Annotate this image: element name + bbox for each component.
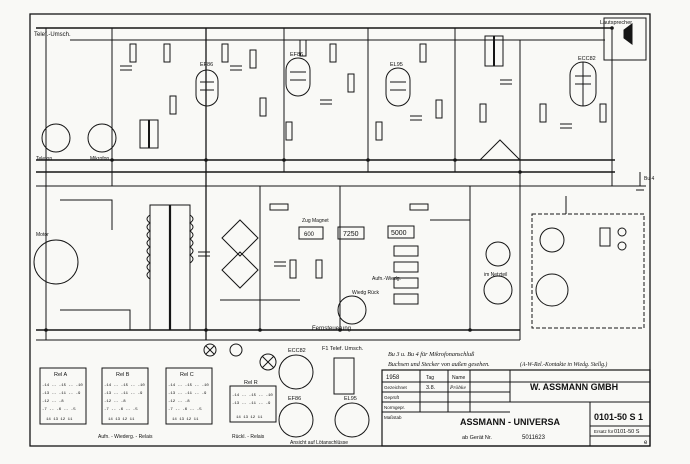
- tb-gezeichnet: Gezeichnet: [384, 385, 408, 390]
- label-f1-telef: F1 Telef. Umsch.: [322, 346, 364, 352]
- tb-massstab: Maßstab: [384, 415, 402, 420]
- rel-c-table: [165, 367, 213, 425]
- motor-circle: [337, 295, 367, 325]
- rel-c-row-2: -13 -- -11 -- -9: [168, 392, 207, 396]
- display-600: 600: [304, 232, 315, 238]
- tube-v2: [285, 57, 311, 97]
- output-transformer: [484, 35, 504, 67]
- rel-a-table: [39, 367, 87, 425]
- rel-c-row-4: -7 -- -6 -- -5: [168, 408, 202, 412]
- label-bu4: Bu 4: [644, 176, 655, 182]
- mikrofon-socket: [87, 123, 117, 153]
- tb-e: e: [644, 440, 648, 446]
- rel-b-row-4: -7 -- -6 -- -5: [104, 408, 138, 412]
- rel-b-row-2: -13 -- -11 -- -9: [104, 392, 143, 396]
- label-motor: Motor: [36, 232, 49, 238]
- tb-tag: Tag: [426, 375, 434, 381]
- label-wiedergabe: Wiedg Rück: [352, 290, 379, 296]
- rel-a-row-3: -12 -- -8: [42, 400, 64, 404]
- rel-b-bottom: 14 13 12 11: [108, 418, 135, 422]
- counter-box-3: [387, 225, 415, 239]
- display-7250: 7250: [343, 231, 359, 238]
- rel-b-row-3: -12 -- -8: [104, 400, 126, 404]
- rel-c-row-3: -12 -- -8: [168, 400, 190, 404]
- label-im-netzteil: im Netzteil: [484, 272, 507, 278]
- tube-v1: [195, 69, 219, 107]
- bridge-rectifier: [221, 219, 259, 257]
- note-buchsen: Buchsen und Stecker von außen gesehen.: [388, 361, 490, 368]
- label-telef-umsch: Telef.-Umsch.: [34, 32, 71, 38]
- telefon-socket: [41, 123, 71, 153]
- label-aufn-relais: Aufn. - Wiederg. - Relais: [98, 434, 153, 440]
- ecc82-pinout: [278, 354, 314, 390]
- rel-r-table: [229, 385, 277, 423]
- tube-label-4: ECC82: [578, 56, 596, 62]
- counter-box-2: [337, 226, 365, 240]
- drawing-frame: [29, 13, 651, 447]
- rel-c-row-1: -14 -- -15 -- -10: [168, 384, 209, 388]
- rel-r-bottom: 14 13 12 11: [236, 416, 263, 420]
- rel-b-table: [101, 367, 149, 425]
- label-aufn-wiedg: Aufn.-Wiedg.: [372, 276, 401, 282]
- note-ansicht: Ansicht auf Lötanschlüsse: [290, 440, 348, 446]
- label-fernsteuerung: Fernsteuerung: [312, 326, 351, 332]
- rel-a-bottom: 14 13 12 11: [46, 418, 73, 422]
- rel-r-row-1: -14 -- -15 -- -10: [232, 394, 273, 398]
- rel-b-title: Rel B: [116, 372, 130, 378]
- ef86-pinout: [278, 402, 314, 438]
- rel-r-title: Rel R: [244, 380, 258, 386]
- power-transformer: [146, 204, 194, 331]
- remote-control-box: [531, 213, 645, 329]
- tb-ab-geraet: ab Gerät Nr.: [462, 435, 492, 441]
- pinout-label-ecc82: ECC82: [288, 348, 306, 354]
- note-mikrofon: Bu 3 u. Bu 4 für Mikrofonanschluß: [388, 351, 474, 358]
- label-telefon: Telefon: [36, 156, 52, 162]
- tube-label-1: EF86: [200, 62, 213, 68]
- tb-signature: Pröbke: [449, 385, 466, 391]
- rel-a-title: Rel A: [54, 372, 67, 378]
- tb-product: ASSMANN - UNIVERSA: [460, 417, 561, 427]
- motor-socket: [33, 239, 79, 285]
- tb-date: 3.8.: [426, 385, 436, 391]
- rel-b-row-1: -14 -- -15 -- -10: [104, 384, 145, 388]
- tube-v3: [385, 67, 411, 107]
- display-5000: 5000: [391, 230, 407, 237]
- label-lautsprecher: Lautsprecher: [600, 20, 632, 26]
- tb-geprueft: Geprüft: [384, 395, 400, 400]
- note-aw-relais: (A-W-Rel.-Kontakte in Wiedg. Stellg.): [520, 361, 607, 368]
- label-rueck-relais: Rückl. - Relais: [232, 434, 265, 440]
- tb-year: 1958: [386, 375, 400, 381]
- tube-v4: [569, 61, 597, 107]
- rel-a-row-1: -14 -- -15 -- -10: [42, 384, 83, 388]
- tb-name: Name: [452, 375, 466, 381]
- tube-label-2: EF86: [290, 52, 303, 58]
- speaker-terminal-box: [603, 17, 647, 61]
- rel-c-bottom: 14 13 12 11: [172, 418, 199, 422]
- counter-box-1: [298, 226, 324, 240]
- rel-a-row-4: -7 -- -6 -- -5: [42, 408, 76, 412]
- tb-replaced: Ersatz für: [594, 429, 614, 434]
- tube-label-3: EL95: [390, 62, 403, 68]
- tb-normgepr: Normgepr.: [384, 405, 405, 410]
- tb-replaced-no: 0101-50 S: [614, 429, 640, 435]
- tb-company: W. ASSMANN GMBH: [530, 382, 618, 392]
- pinout-label-ef86: EF86: [288, 396, 301, 402]
- el95-pinout: [334, 402, 370, 438]
- title-block: [381, 369, 651, 447]
- rel-r-row-2: -13 -- -11 -- -9: [232, 402, 271, 406]
- rel-a-row-2: -13 -- -11 -- -9: [42, 392, 81, 396]
- label-mikrofon: Mikrofon: [90, 156, 109, 162]
- rel-c-title: Rel C: [180, 372, 194, 378]
- pinout-label-el95: EL95: [344, 396, 357, 402]
- label-zug-magnet: Zug Magnet: [302, 218, 329, 224]
- tb-drawing-no: 0101-50 S 1: [594, 412, 643, 422]
- tb-serial: 5011623: [522, 435, 546, 441]
